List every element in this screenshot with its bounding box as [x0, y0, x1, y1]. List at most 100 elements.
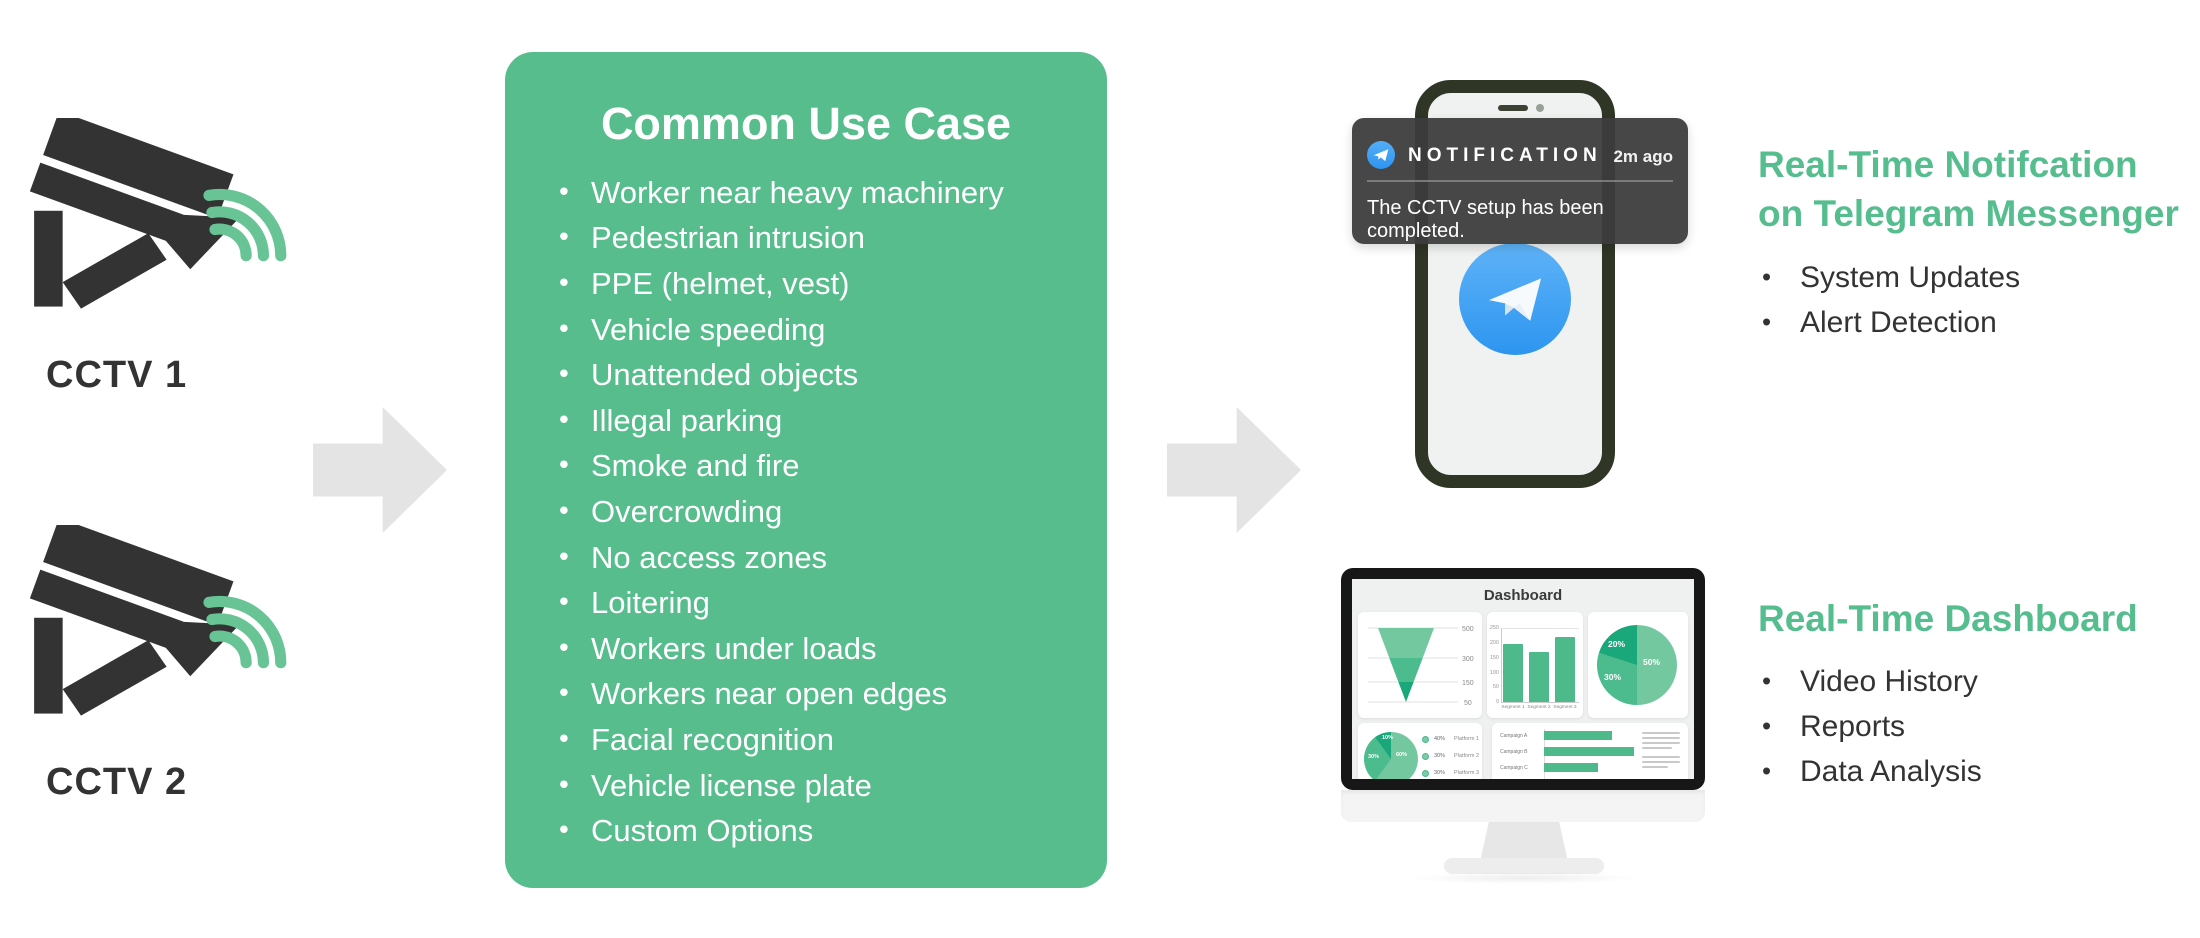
notification-time: 2m ago	[1613, 147, 1673, 166]
text-line	[1642, 732, 1680, 735]
pie-chart	[1597, 625, 1677, 705]
legend-dot	[1422, 735, 1429, 743]
cctv-camera-icon	[29, 110, 287, 309]
funnel-chart-card: 500 300 150 50	[1358, 612, 1482, 718]
telegram-logo	[1459, 243, 1571, 355]
use-case-item: Pedestrian intrusion	[505, 216, 1107, 262]
campaign-label: Campaign B	[1500, 749, 1528, 755]
monitor-chin	[1341, 790, 1705, 822]
text-line	[1642, 742, 1680, 745]
use-case-item: Illegal parking	[505, 398, 1107, 444]
notification-divider	[1367, 180, 1673, 182]
x-category: Segment 2	[1527, 705, 1551, 710]
monitor-stand-base	[1444, 858, 1604, 874]
cctv-1-group: CCTV 1	[28, 110, 293, 396]
dashboard-bullet: Data Analysis	[1758, 749, 2138, 794]
pie-chart-card: 20% 30% 50%	[1588, 612, 1688, 718]
y-tick: 50	[1492, 684, 1499, 690]
x-axis	[1501, 702, 1579, 703]
cctv-2-label: CCTV 2	[46, 761, 188, 803]
legend-value: 30%	[1434, 753, 1446, 759]
use-case-item: Loitering	[505, 580, 1107, 626]
use-case-item: Vehicle license plate	[505, 763, 1107, 809]
telegram-bullet: Alert Detection	[1758, 300, 2179, 345]
pie-label: 60%	[1396, 752, 1408, 758]
legend-row: 30% Platform 2	[1422, 750, 1479, 762]
use-case-item: Unattended objects	[505, 352, 1107, 398]
notification-card: NOTIFICATION 2m ago The CCTV setup has b…	[1352, 118, 1688, 244]
dashboard-bullet: Video History	[1758, 659, 2138, 704]
use-case-item: Smoke and fire	[505, 444, 1107, 490]
bar-chart-card: 250 200 150 100 50 0 Segment 1 Segment 2…	[1487, 612, 1583, 718]
funnel-axis-label: 50	[1464, 700, 1472, 707]
arrow-right-icon	[313, 407, 447, 533]
y-tick: 0	[1495, 699, 1499, 705]
cctv-1-label: CCTV 1	[46, 354, 188, 396]
text-line	[1642, 737, 1680, 740]
use-case-item: Vehicle speeding	[505, 307, 1107, 353]
funnel-axis-label: 150	[1462, 680, 1474, 687]
legend-label: Platform 2	[1454, 753, 1480, 759]
platform-pie-card: 10% 30% 60% 40% Platform 1 30% Platform …	[1358, 723, 1482, 779]
funnel-axis-label: 300	[1462, 656, 1474, 663]
telegram-section: Real-Time Notifcation on Telegram Messen…	[1758, 140, 2179, 345]
use-case-item: Overcrowding	[505, 489, 1107, 535]
use-case-item: Workers near open edges	[505, 672, 1107, 718]
monitor-screen: Dashboard 500 300 150 50 250 200	[1352, 579, 1694, 779]
text-line	[1642, 761, 1680, 764]
pie-label: 20%	[1608, 639, 1626, 649]
bar-campaign-b	[1544, 747, 1634, 756]
pie-label: 50%	[1643, 657, 1661, 667]
bar-segment-1	[1503, 644, 1523, 702]
telegram-section-list: System Updates Alert Detection	[1758, 255, 2179, 345]
funnel-chart: 500 300 150 50	[1368, 626, 1474, 707]
pie-label: 30%	[1368, 754, 1380, 760]
y-tick: 200	[1489, 640, 1499, 646]
y-tick: 100	[1489, 670, 1499, 676]
use-case-item: Workers under loads	[505, 626, 1107, 672]
monitor-stand-neck	[1480, 822, 1568, 862]
use-case-title: Common Use Case	[600, 98, 1012, 149]
telegram-bullet: System Updates	[1758, 255, 2179, 300]
gridline	[1501, 628, 1579, 629]
dashboard-section-heading: Real-Time Dashboard	[1758, 598, 2138, 639]
funnel-axis-label: 500	[1462, 626, 1474, 633]
campaign-label: Campaign A	[1500, 733, 1528, 739]
dashboard-section-list: Video History Reports Data Analysis	[1758, 659, 2138, 794]
use-case-item: Custom Options	[505, 808, 1107, 854]
telegram-section-heading-line2: on Telegram Messenger	[1758, 193, 2179, 234]
arrow-right-icon	[1167, 407, 1301, 533]
legend-row: 30% Platform 3	[1422, 767, 1479, 779]
legend-row: 40% Platform 1	[1422, 733, 1479, 745]
cctv-camera-icon	[29, 517, 287, 716]
use-case-list: Worker near heavy machinery Pedestrian i…	[505, 170, 1107, 854]
monitor-shadow	[1408, 872, 1640, 884]
legend-dot	[1422, 769, 1429, 777]
dashboard-section: Real-Time Dashboard Video History Report…	[1758, 594, 2138, 794]
dashboard-bullet: Reports	[1758, 704, 2138, 749]
paper-plane-icon	[1488, 278, 1542, 321]
x-category: Segment 1	[1501, 705, 1525, 710]
campaign-label: Campaign C	[1500, 765, 1528, 771]
x-category: Segment 3	[1553, 705, 1577, 710]
legend-value: 40%	[1434, 736, 1446, 742]
telegram-section-heading-line1: Real-Time Notifcation	[1758, 144, 2138, 185]
wifi-signal-icon	[203, 595, 287, 669]
use-case-item: PPE (helmet, vest)	[505, 261, 1107, 307]
pie-chart	[1364, 732, 1418, 779]
cctv-2-group: CCTV 2	[28, 517, 293, 803]
pie-label: 30%	[1604, 672, 1622, 682]
use-case-item: Facial recognition	[505, 717, 1107, 763]
phone-camera-dot	[1536, 104, 1544, 112]
pie-label: 10%	[1382, 735, 1394, 741]
wifi-signal-icon	[203, 188, 287, 262]
legend-label: Platform 3	[1454, 770, 1480, 776]
text-line	[1642, 747, 1672, 750]
use-case-item: Worker near heavy machinery	[505, 170, 1107, 216]
notification-message: The CCTV setup has been completed.	[1367, 197, 1604, 242]
bar-segment-3	[1555, 637, 1575, 702]
telegram-icon	[1367, 141, 1395, 169]
y-axis	[1501, 628, 1502, 702]
use-case-item: No access zones	[505, 535, 1107, 581]
phone-speaker	[1498, 105, 1528, 111]
